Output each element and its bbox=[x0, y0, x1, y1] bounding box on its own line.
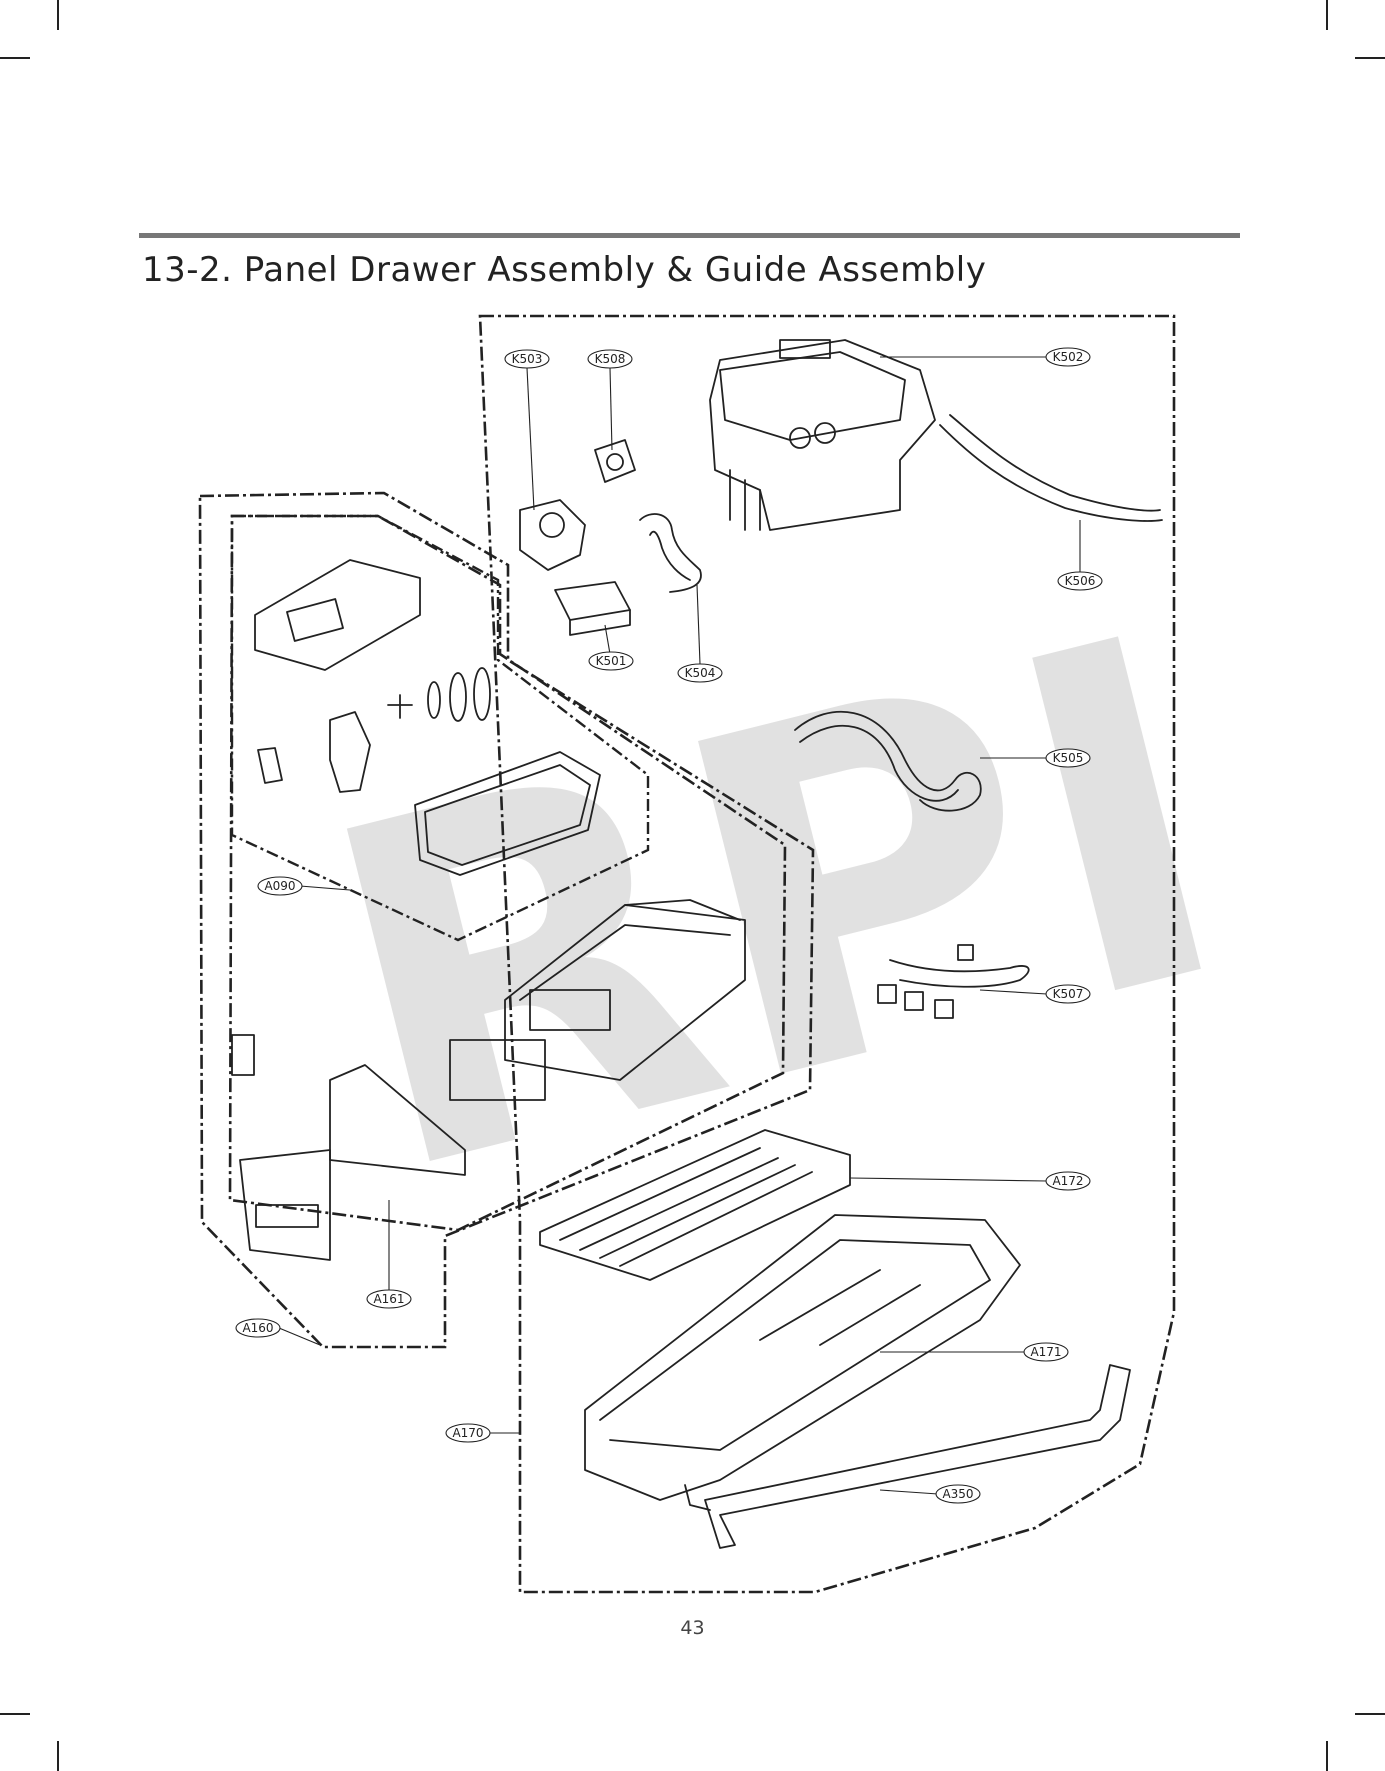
callout-k508: K508 bbox=[587, 349, 633, 369]
callout-a171: A171 bbox=[1023, 1342, 1069, 1362]
leader-k507 bbox=[979, 989, 1048, 995]
leader-k503 bbox=[526, 367, 535, 511]
k504-part-drawing bbox=[639, 513, 702, 593]
svg-text:A161: A161 bbox=[373, 1292, 404, 1306]
a350-part-drawing bbox=[704, 1364, 1131, 1549]
callout-k503: K503 bbox=[504, 349, 550, 369]
crop-mark-top-right-h bbox=[1355, 57, 1385, 59]
crop-mark-bottom-left-v bbox=[57, 1741, 59, 1771]
crop-mark-bottom-right-v bbox=[1326, 1741, 1328, 1771]
a090-inner-outline bbox=[230, 514, 650, 942]
leader-a172 bbox=[849, 1177, 1048, 1182]
svg-text:A350: A350 bbox=[942, 1487, 973, 1501]
svg-text:K507: K507 bbox=[1053, 987, 1084, 1001]
a160-part-drawing bbox=[231, 899, 746, 1261]
callout-k505: K505 bbox=[1045, 748, 1091, 768]
leader-k501 bbox=[604, 624, 611, 655]
crop-mark-top-right-v bbox=[1326, 0, 1328, 30]
k506-part-drawing bbox=[939, 414, 1163, 522]
svg-text:K502: K502 bbox=[1053, 350, 1084, 364]
a090-part-drawing bbox=[254, 559, 601, 876]
crop-mark-bottom-left-h bbox=[0, 1713, 30, 1715]
callout-a090: A090 bbox=[257, 876, 303, 896]
callout-k507: K507 bbox=[1045, 984, 1091, 1004]
k505-part-drawing bbox=[794, 710, 982, 812]
svg-text:K503: K503 bbox=[512, 352, 543, 366]
callout-a161: A161 bbox=[366, 1289, 412, 1309]
page-title: 13-2. Panel Drawer Assembly & Guide Asse… bbox=[142, 250, 987, 290]
svg-text:A170: A170 bbox=[452, 1426, 483, 1440]
a172-part-drawing bbox=[539, 1129, 851, 1281]
k508-part-drawing bbox=[594, 439, 636, 483]
svg-text:K501: K501 bbox=[596, 654, 627, 668]
page-number: 43 bbox=[680, 1617, 705, 1639]
k502-part-drawing bbox=[709, 339, 936, 531]
k503-part-drawing bbox=[519, 499, 586, 571]
crop-mark-top-left-h bbox=[0, 57, 30, 59]
dispenser-group-outline bbox=[478, 314, 1176, 1594]
leader-k508 bbox=[609, 367, 613, 451]
k501-part-drawing bbox=[554, 581, 631, 636]
svg-text:K505: K505 bbox=[1053, 751, 1084, 765]
svg-text:A160: A160 bbox=[242, 1321, 273, 1335]
leader-a350 bbox=[879, 1489, 939, 1495]
svg-text:K508: K508 bbox=[595, 352, 626, 366]
leader-a090 bbox=[299, 885, 351, 891]
leader-k504 bbox=[696, 584, 701, 665]
callout-a350: A350 bbox=[935, 1484, 981, 1504]
header-rule bbox=[139, 233, 1240, 238]
callout-k501: K501 bbox=[588, 651, 634, 671]
crop-mark-top-left-v bbox=[57, 0, 59, 30]
crop-mark-bottom-right-h bbox=[1355, 1713, 1385, 1715]
svg-text:K506: K506 bbox=[1065, 574, 1096, 588]
callout-a160: A160 bbox=[235, 1318, 281, 1338]
drawer-group-outline bbox=[198, 491, 815, 1349]
callout-a170: A170 bbox=[445, 1423, 491, 1443]
callout-a172: A172 bbox=[1045, 1171, 1091, 1191]
svg-text:A172: A172 bbox=[1052, 1174, 1083, 1188]
leader-a160 bbox=[278, 1327, 321, 1346]
callout-k504: K504 bbox=[677, 663, 723, 683]
svg-text:A171: A171 bbox=[1030, 1345, 1061, 1359]
watermark: RPI bbox=[282, 535, 1269, 1279]
svg-text:A090: A090 bbox=[264, 879, 295, 893]
callout-k502: K502 bbox=[1045, 347, 1091, 367]
k507-part-drawing bbox=[877, 944, 1030, 1019]
a171-part-drawing bbox=[584, 1214, 1021, 1511]
svg-text:K504: K504 bbox=[685, 666, 716, 680]
callout-k506: K506 bbox=[1057, 571, 1103, 591]
